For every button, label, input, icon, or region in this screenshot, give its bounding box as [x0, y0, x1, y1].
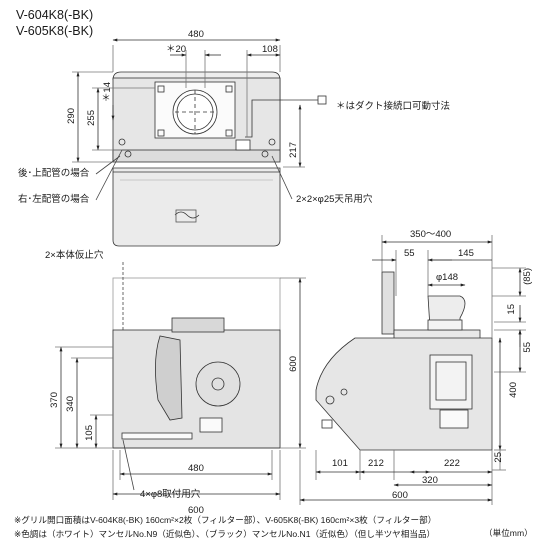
label-ceiling-holes: 2×2×φ25天吊用穴 [296, 194, 373, 205]
label-mount-holes: 4×φ8取付用穴 [140, 489, 201, 500]
dim-top-217: 217 [288, 142, 299, 158]
dim-side-400: 400 [508, 382, 519, 398]
dim-front-105: 105 [84, 425, 95, 441]
dim-top-290: 290 [66, 108, 77, 124]
model-name-1: V-604K8(-BK) [16, 8, 94, 22]
dim-side-212: 212 [368, 458, 384, 469]
dim-front-480: 480 [188, 463, 204, 474]
front-view [55, 262, 306, 500]
dim-side-25: 25 [493, 452, 504, 463]
dim-top-14: ＊14 [102, 82, 113, 103]
duct-note: ＊はダクト接続口可動寸法 [336, 101, 451, 112]
dim-top-480: 480 [188, 29, 204, 40]
dim-front-600: 600 [288, 356, 299, 372]
dim-side-55-right: 55 [522, 342, 533, 353]
dim-side-600: 600 [392, 490, 408, 501]
dim-front-600-bottom: 600 [188, 505, 204, 516]
dim-side-148: φ148 [436, 272, 459, 283]
model-name-2: V-605K8(-BK) [16, 24, 94, 38]
dim-front-340: 340 [65, 396, 76, 412]
dim-side-320: 320 [422, 475, 438, 486]
side-view [299, 235, 526, 505]
dim-front-370: 370 [49, 392, 60, 408]
dim-side-55: 55 [404, 248, 415, 259]
dim-top-108: 108 [262, 44, 278, 55]
label-temp-hang-holes: 2×本体仮止穴 [45, 250, 104, 261]
footnote-color: ※色調は（ホワイト）マンセルNo.N9（近似色）、（ブラック）マンセルNo.N1… [14, 529, 436, 539]
label-rear-top-piping: 後･上配管の場合 [18, 168, 90, 179]
unit-note: （単位mm） [484, 528, 533, 538]
dim-top-20: ＊20 [166, 44, 187, 55]
dim-side-222: 222 [444, 458, 460, 469]
label-side-piping: 右･左配管の場合 [18, 194, 90, 205]
dim-side-15: 15 [506, 304, 517, 315]
footnote-grille-area: ※グリル開口面積はV-604K8(-BK) 160cm²×2枚（フィルター部）、… [14, 515, 437, 525]
dim-side-145: 145 [458, 248, 474, 259]
dim-side-350-400: 350～400 [410, 229, 452, 240]
top-view [72, 38, 327, 247]
dim-side-101: 101 [332, 458, 348, 469]
dim-top-255: 255 [86, 110, 97, 126]
dim-side-85: (85) [522, 268, 533, 285]
